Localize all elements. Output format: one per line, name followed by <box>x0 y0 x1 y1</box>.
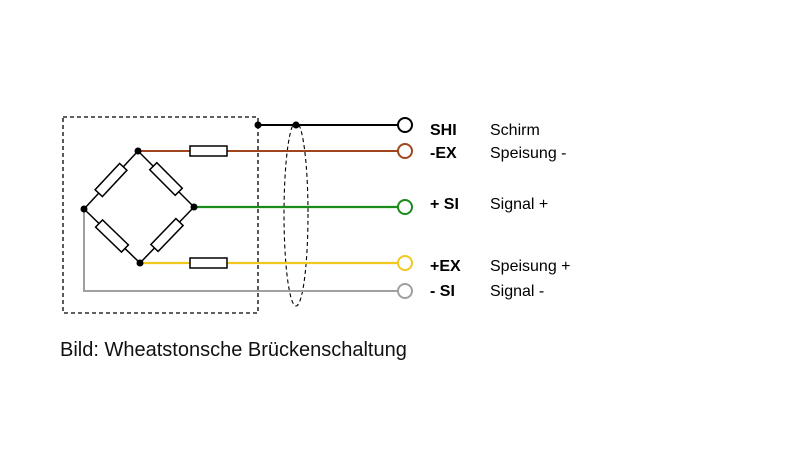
terminal-code: -EX <box>430 145 457 162</box>
nodes <box>80 121 300 267</box>
terminal-ex-minus <box>397 143 413 159</box>
resistor-excitation-minus <box>189 145 228 157</box>
wire-signal-minus <box>83 209 398 292</box>
terminal-ex-plus <box>397 255 413 271</box>
terminal-code: + SI <box>430 196 459 213</box>
terminal-code: - SI <box>430 283 455 300</box>
resistor-r1 <box>94 162 128 198</box>
bridge-resistors <box>94 161 185 254</box>
terminal-si-minus <box>397 283 413 299</box>
terminal-label: Schirm <box>490 122 540 139</box>
terminal-label: Speisung - <box>490 145 567 162</box>
terminal-label: Signal + <box>490 196 548 213</box>
cable-shield <box>283 121 309 307</box>
terminal-label: Speisung + <box>490 258 571 275</box>
terminal-code: SHI <box>430 122 457 139</box>
terminal-label: Signal - <box>490 283 544 300</box>
terminal-si-plus <box>397 199 413 215</box>
resistor-r4 <box>149 217 185 253</box>
terminal-shi <box>397 117 413 133</box>
sensor-enclosure <box>62 116 259 314</box>
resistor-r2 <box>148 161 184 197</box>
resistor-excitation-plus <box>189 257 228 269</box>
figure-caption: Bild: Wheatstonsche Brückenschaltung <box>60 339 407 361</box>
bridge <box>83 150 195 264</box>
terminal-code: +EX <box>430 258 461 275</box>
resistor-r3 <box>94 218 130 254</box>
